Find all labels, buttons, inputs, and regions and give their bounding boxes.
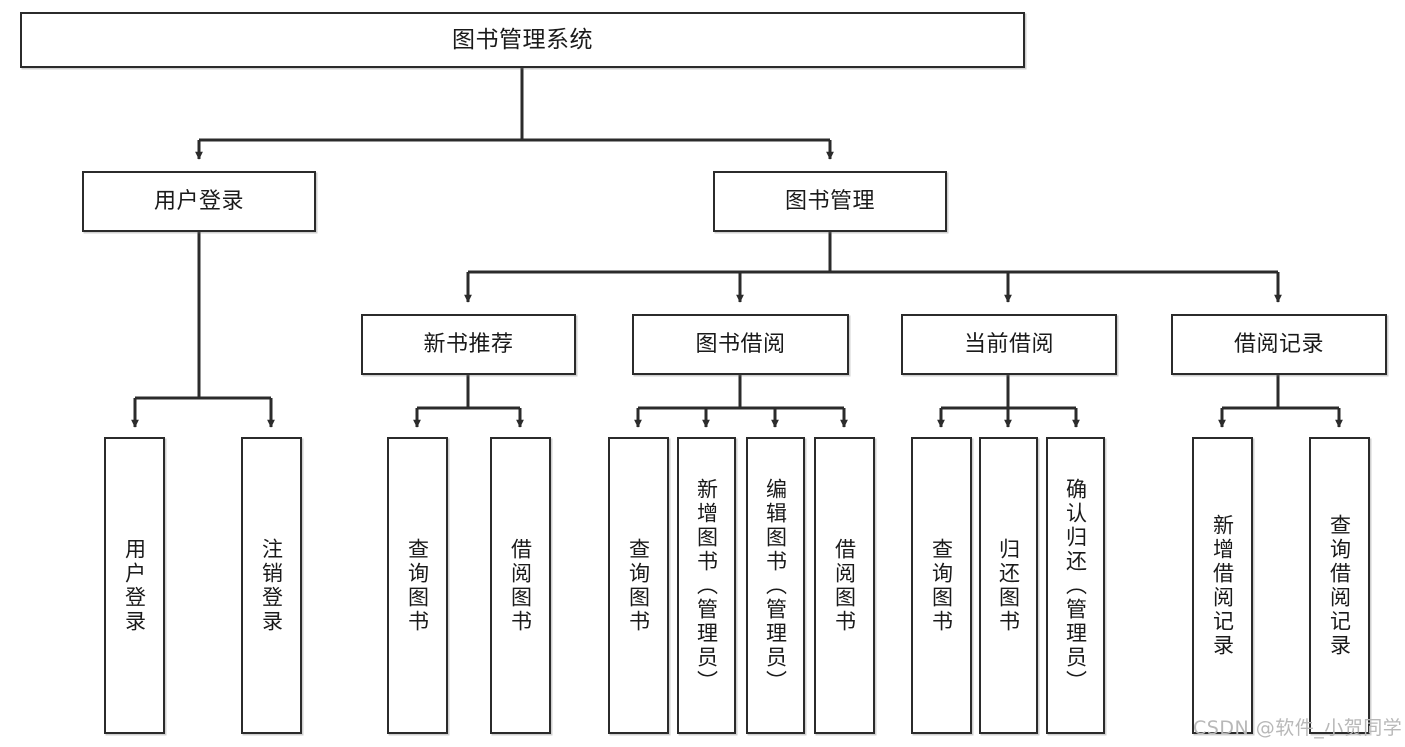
node-label: 当前借阅	[963, 331, 1054, 357]
node-label: 新增图书（管理员）	[694, 477, 719, 694]
leaf-logout[interactable]: 注销登录	[241, 437, 302, 734]
node-label: 注销登录	[259, 537, 284, 634]
leaf-return-book[interactable]: 归还图书	[979, 437, 1038, 734]
node-label: 查询图书	[929, 537, 954, 634]
node-label: 归还图书	[996, 537, 1021, 634]
node-label: 用户登录	[153, 188, 244, 214]
leaf-add-borrow-record[interactable]: 新增借阅记录	[1192, 437, 1253, 734]
node-label: 借阅图书	[832, 537, 857, 634]
node-label: 查询借阅记录	[1327, 513, 1352, 658]
node-book-manage[interactable]: 图书管理	[713, 171, 947, 232]
leaf-confirm-return[interactable]: 确认归还（管理员）	[1046, 437, 1105, 734]
leaf-edit-book[interactable]: 编辑图书（管理员）	[746, 437, 805, 734]
node-label: 确认归还（管理员）	[1063, 477, 1088, 694]
node-root-system[interactable]: 图书管理系统	[20, 12, 1025, 68]
node-borrow-record[interactable]: 借阅记录	[1171, 314, 1387, 375]
node-book-borrow[interactable]: 图书借阅	[632, 314, 849, 375]
node-label: 查询图书	[405, 537, 430, 634]
node-label: 图书管理	[784, 188, 875, 214]
node-label: 图书借阅	[695, 331, 786, 357]
leaf-add-book[interactable]: 新增图书（管理员）	[677, 437, 736, 734]
leaf-query-book-recommend[interactable]: 查询图书	[387, 437, 448, 734]
csdn-watermark: CSDN @软件_小贺同学	[1193, 717, 1403, 739]
node-label: 用户登录	[122, 537, 147, 634]
leaf-borrow-book-recommend[interactable]: 借阅图书	[490, 437, 551, 734]
node-new-book-recommend[interactable]: 新书推荐	[361, 314, 576, 375]
node-label: 编辑图书（管理员）	[763, 477, 788, 694]
leaf-query-book-borrow[interactable]: 查询图书	[608, 437, 669, 734]
node-label: 借阅记录	[1233, 331, 1324, 357]
node-label: 借阅图书	[508, 537, 533, 634]
leaf-borrow-book[interactable]: 借阅图书	[814, 437, 875, 734]
node-user-login[interactable]: 用户登录	[82, 171, 316, 232]
leaf-query-book-current[interactable]: 查询图书	[911, 437, 972, 734]
node-label: 查询图书	[626, 537, 651, 634]
node-label: 新增借阅记录	[1210, 513, 1235, 658]
node-label: 新书推荐	[423, 331, 514, 357]
leaf-query-borrow-record[interactable]: 查询借阅记录	[1309, 437, 1370, 734]
node-current-borrow[interactable]: 当前借阅	[901, 314, 1117, 375]
leaf-user-login[interactable]: 用户登录	[104, 437, 165, 734]
node-label: 图书管理系统	[452, 26, 593, 53]
